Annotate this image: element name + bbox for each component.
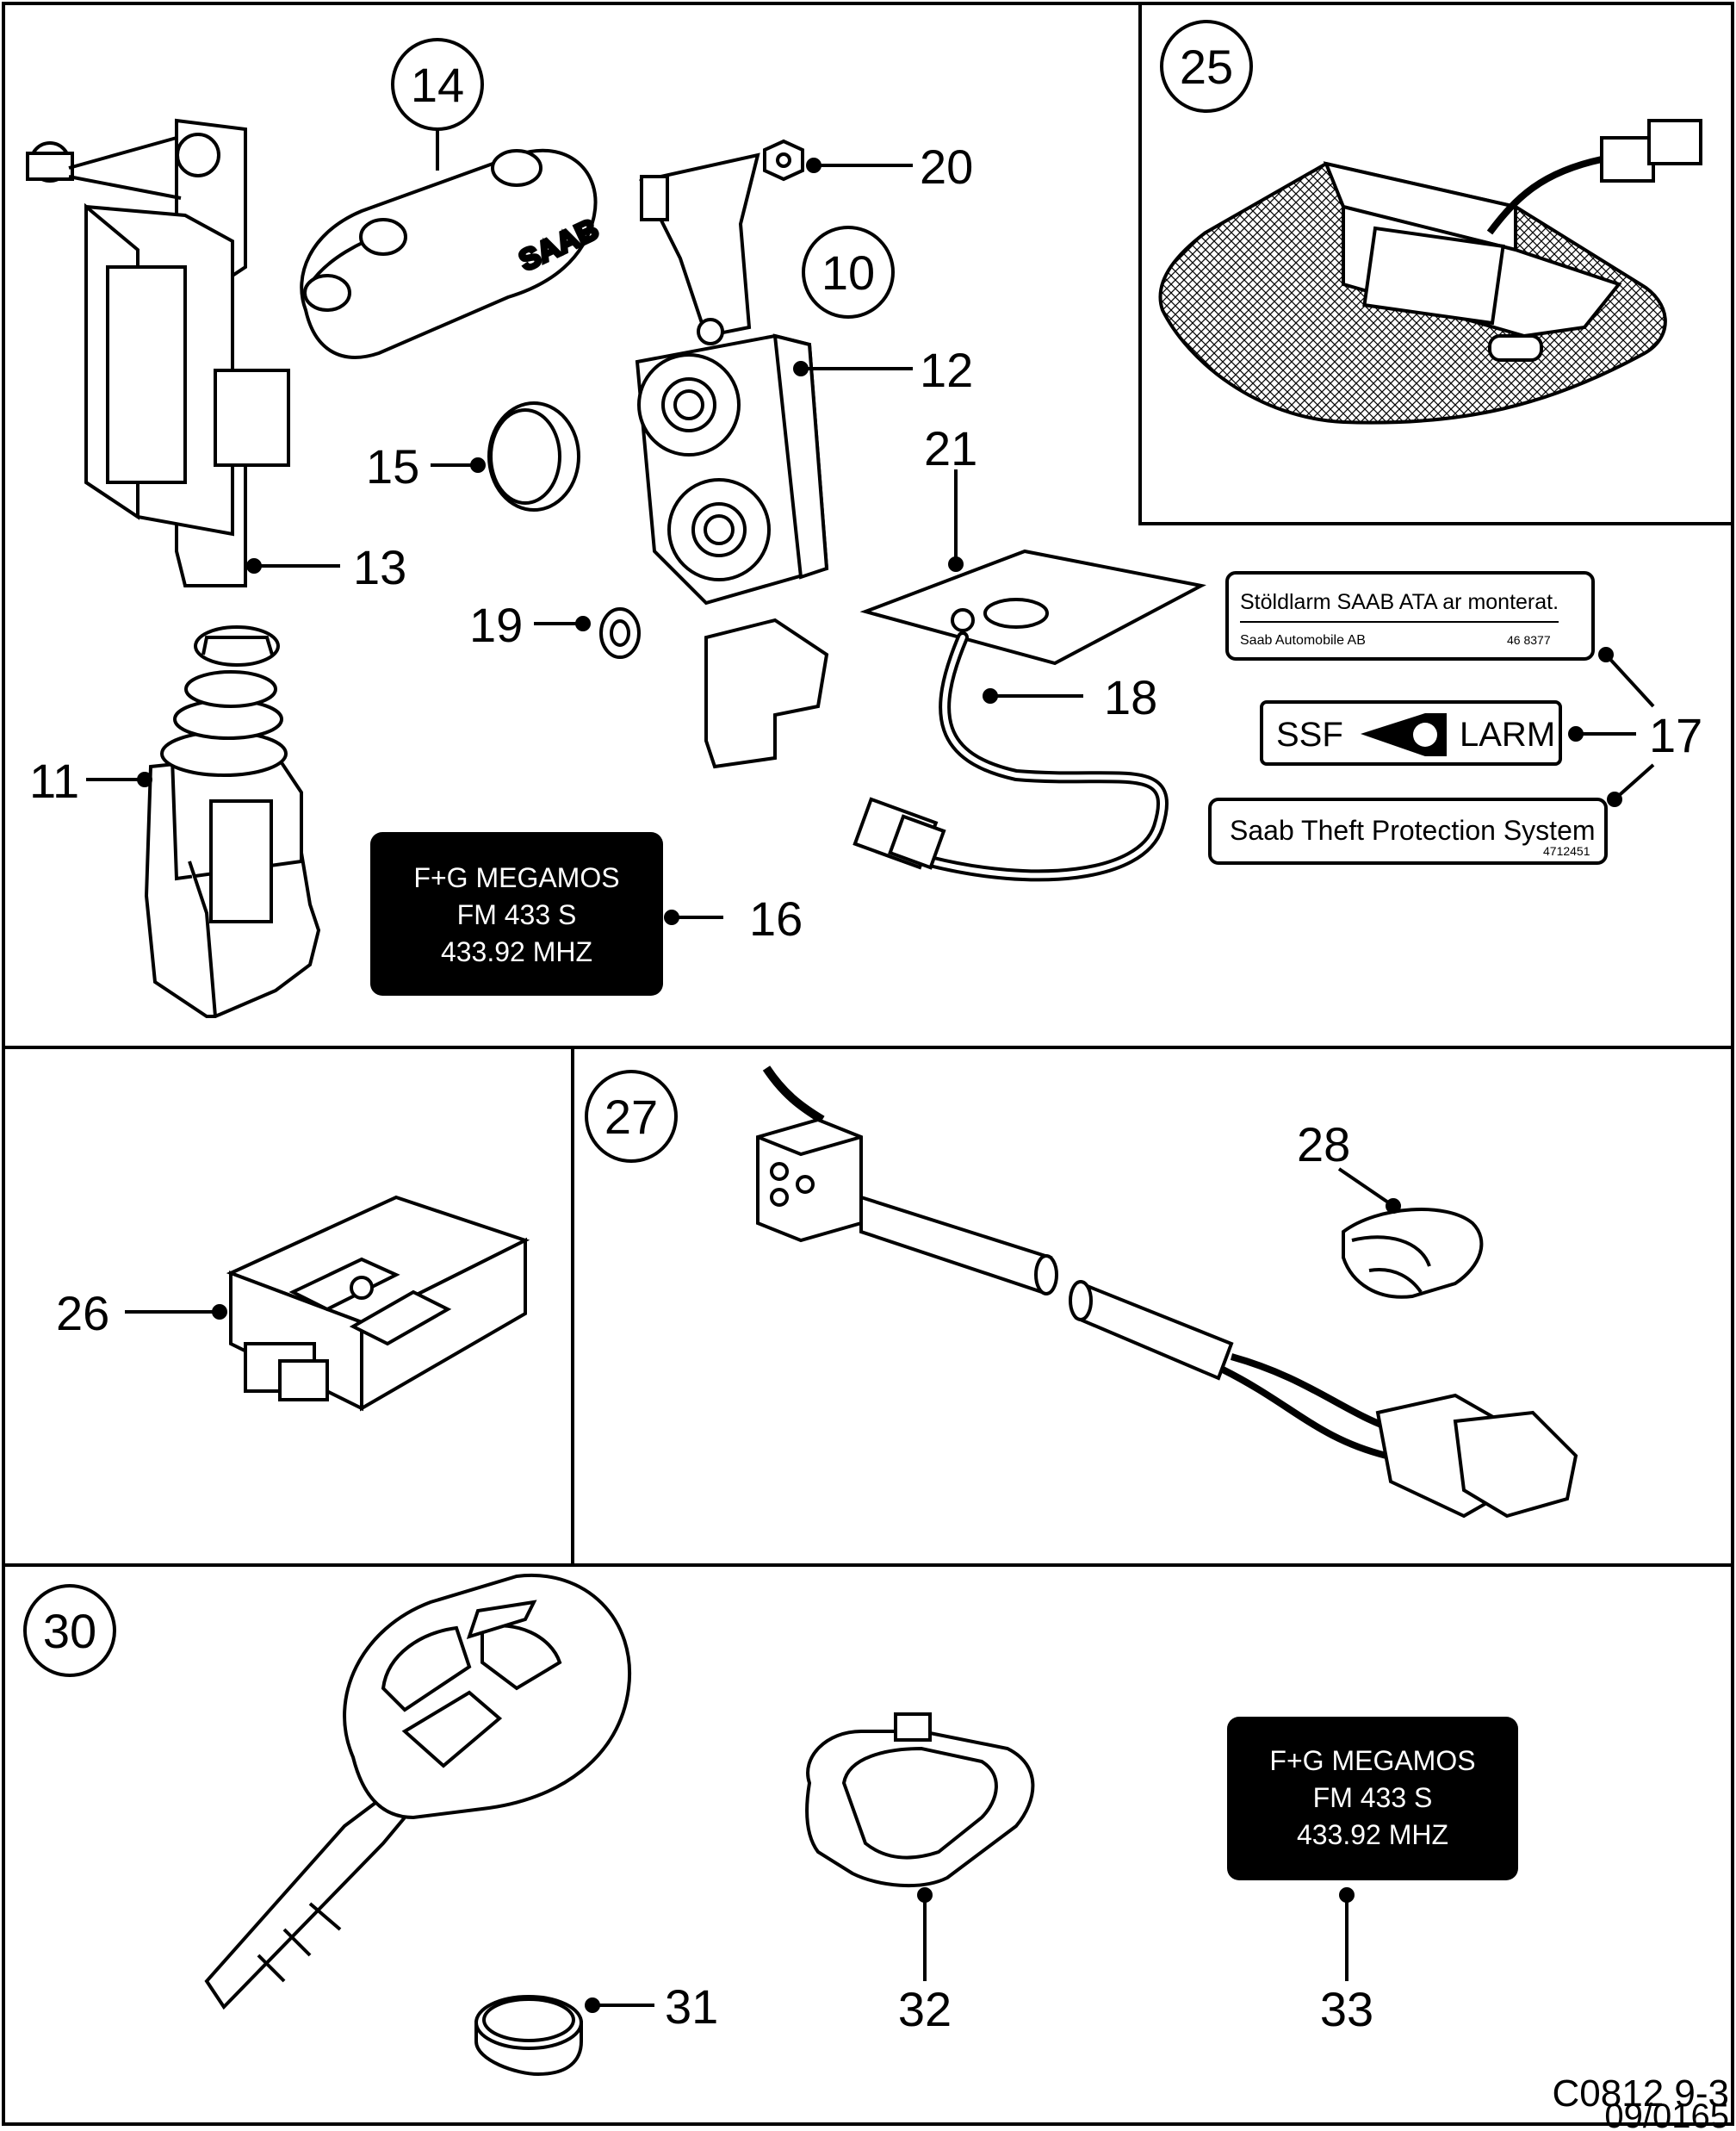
callout-15: 15: [366, 439, 419, 494]
part-12-siren: [635, 152, 829, 769]
label-ssf-right: LARM: [1460, 716, 1555, 754]
label-tps-code: 4712451: [1543, 844, 1590, 858]
megamos2-line-1: F+G MEGAMOS: [1269, 1745, 1475, 1776]
megamos2-line-2: FM 433 S: [1313, 1782, 1433, 1813]
fob-button-1: [303, 274, 351, 312]
part-13-control-module: [26, 118, 290, 587]
circled-30: 30: [23, 1584, 116, 1677]
circled-25: 25: [1160, 20, 1253, 113]
part-17-label-swedish: Stöldlarm SAAB ATA ar monterat. Saab Aut…: [1225, 571, 1595, 661]
part-27-cable: [756, 1066, 1578, 1519]
callout-18: 18: [1104, 670, 1157, 724]
circled-10: 10: [802, 226, 895, 319]
part-26-module: [226, 1195, 530, 1412]
label-swedish-code: 46 8377: [1507, 633, 1551, 647]
callout-33: 33: [1320, 1982, 1373, 2036]
part-25-interior-light: [1158, 119, 1702, 425]
part-18-wiring-harness-inner: [927, 635, 1165, 879]
panel-25-frame: [1138, 2, 1734, 525]
part-19-grommet: [599, 607, 641, 659]
footer-code-1: C0812 9-3: [1553, 2072, 1729, 2115]
callout-21: 21: [924, 421, 977, 475]
part-20-nut: [763, 139, 804, 182]
svg-text:25: 25: [1180, 40, 1233, 94]
circled-14: 14: [391, 38, 484, 171]
megamos-line-2: FM 433 S: [457, 899, 577, 930]
part-33-megamos-label: F+G MEGAMOS FM 433 S 433.92 MHZ: [1227, 1717, 1518, 1880]
part-15-battery: [487, 401, 580, 512]
callout-28: 28: [1297, 1117, 1350, 1171]
callout-13: 13: [353, 540, 406, 594]
part-17-label-ssf: SSF LARM: [1260, 700, 1562, 766]
callout-17: 17: [1649, 708, 1702, 762]
label-swedish-line2: Saab Automobile AB: [1240, 633, 1366, 648]
part-31-battery: [474, 1995, 583, 2077]
label-ssf-left: SSF: [1276, 716, 1343, 754]
callout-16: 16: [749, 892, 803, 946]
callout-26: 26: [56, 1286, 109, 1340]
callout-lines: [86, 158, 1655, 2013]
part-28-clip: [1342, 1207, 1484, 1299]
svg-text:27: 27: [604, 1090, 658, 1144]
part-16-megamos-label: F+G MEGAMOS FM 433 S 433.92 MHZ: [370, 832, 663, 996]
callout-11: 11: [29, 754, 79, 808]
callout-12: 12: [920, 343, 973, 397]
label-swedish-line1: Stöldlarm SAAB ATA ar monterat.: [1240, 590, 1559, 614]
callout-31: 31: [665, 1979, 718, 2034]
fob-button-2: [359, 218, 407, 256]
speaker-1: [637, 353, 741, 457]
part-30-key: [204, 1573, 632, 2010]
callout-19: 19: [469, 598, 523, 652]
part-32-holder: [805, 1712, 1035, 1887]
callout-numbers: 20 12 21 15 13 19 18 17 11 16 26 28 31 3…: [29, 140, 1702, 2036]
footer-code-2: 09/0165: [1604, 2097, 1729, 2131]
part-21-sensor-plate: [859, 549, 1206, 666]
part-17-label-tps: Saab Theft Protection System 4712451: [1208, 798, 1608, 865]
megamos-line-1: F+G MEGAMOS: [413, 862, 619, 893]
callout-32: 32: [898, 1982, 952, 2036]
harness-connector: [852, 797, 946, 870]
svg-text:10: 10: [822, 245, 875, 300]
svg-text:30: 30: [43, 1604, 96, 1658]
label-tps-text: Saab Theft Protection System: [1230, 815, 1596, 846]
part-11-bonnet-switch: [144, 625, 321, 1018]
circled-27: 27: [585, 1070, 678, 1163]
speaker-2: [667, 478, 771, 581]
part-14-key-fob: SAAB: [300, 148, 605, 359]
svg-text:14: 14: [411, 58, 464, 112]
fob-button-3: [491, 149, 542, 187]
megamos2-line-3: 433.92 MHZ: [1297, 1819, 1448, 1850]
megamos-line-3: 433.92 MHZ: [441, 936, 592, 967]
callout-20: 20: [920, 140, 973, 194]
